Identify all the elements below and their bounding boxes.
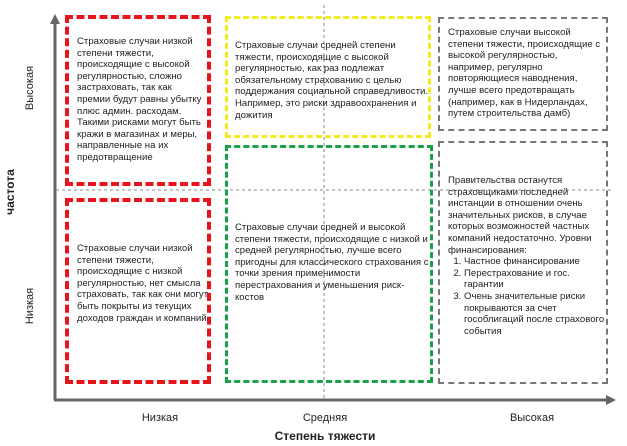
funding-intro: Правительства останутся страховщиками по… bbox=[448, 175, 592, 256]
box-high-severity-low-frequency: Правительства останутся страховщиками по… bbox=[438, 141, 608, 384]
box-low-severity-low-frequency: Страховые случаи низкой степени тяжести,… bbox=[65, 198, 211, 384]
x-axis-arrow-icon bbox=[606, 395, 616, 405]
y-label-high: Высокая bbox=[24, 65, 36, 111]
box-text: Страховые случаи средней и высокой степе… bbox=[235, 222, 429, 303]
y-label-low: Низкая bbox=[24, 287, 36, 325]
box-mid-severity-low-frequency: Страховые случаи средней и высокой степе… bbox=[225, 145, 433, 383]
y-axis-title: частота bbox=[3, 169, 17, 215]
box-mid-severity-high-frequency: Страховые случаи средней степени тяжести… bbox=[225, 16, 431, 138]
y-axis-arrow-icon bbox=[50, 14, 60, 24]
x-label-high: Высокая bbox=[509, 412, 555, 424]
box-text: Страховые случаи низкой степени тяжести,… bbox=[77, 243, 209, 324]
box-text: Страховые случаи низкой степени тяжести,… bbox=[77, 36, 202, 163]
x-label-low: Низкая bbox=[141, 412, 179, 424]
funding-levels-list: Частное финансирование Перестрахование и… bbox=[448, 256, 608, 337]
box-high-severity-high-frequency: Страховые случаи высокой степени тяжести… bbox=[438, 17, 608, 131]
box-text: Правительства останутся страховщиками по… bbox=[448, 175, 608, 337]
funding-level: Очень значительные риски покрываются за … bbox=[464, 291, 608, 337]
funding-level: Перестрахование и гос. гарантии bbox=[464, 268, 608, 291]
box-text: Страховые случаи средней степени тяжести… bbox=[235, 40, 429, 121]
box-low-severity-high-frequency: Страховые случаи низкой степени тяжести,… bbox=[65, 15, 211, 186]
x-label-mid: Средняя bbox=[302, 412, 348, 424]
box-text: Страховые случаи высокой степени тяжести… bbox=[448, 27, 601, 120]
x-axis-title: Степень тяжести bbox=[274, 429, 376, 443]
funding-level: Частное финансирование bbox=[464, 256, 608, 268]
